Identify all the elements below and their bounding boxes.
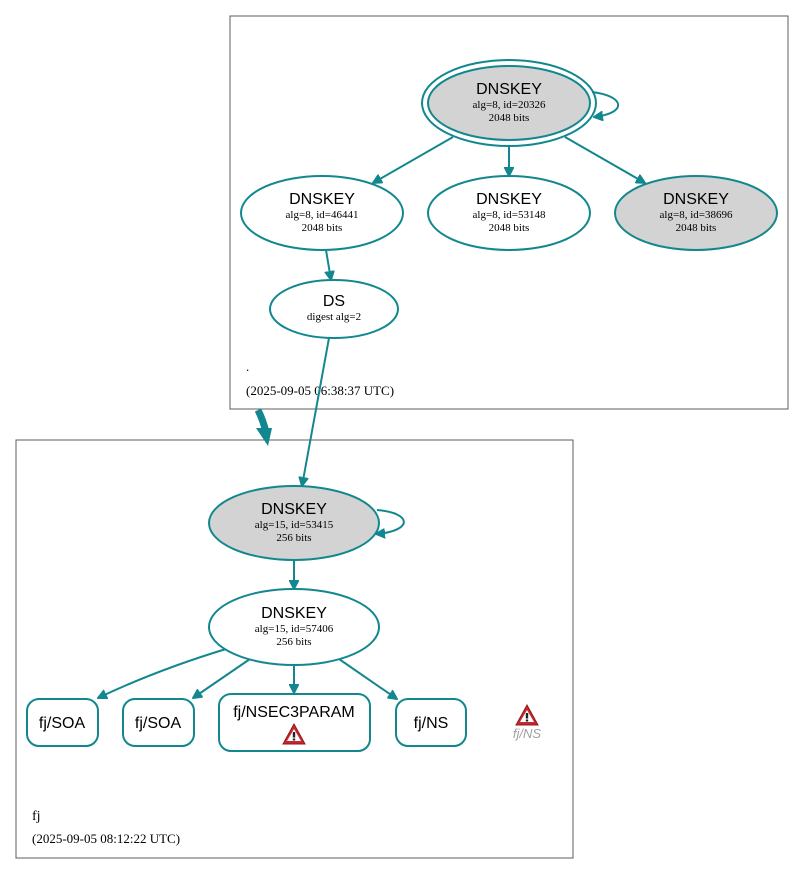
rrset-node-ns[interactable]: fj/NS	[395, 698, 467, 747]
dnskey-node-20326-bits: 2048 bits	[489, 112, 530, 124]
dnskey-node-57406-type: DNSKEY	[261, 605, 327, 622]
dnskey-node-57406-bits: 256 bits	[276, 636, 311, 648]
dnskey-node-46441-bits: 2048 bits	[302, 222, 343, 234]
zone-fj-timestamp: (2025-09-05 08:12:22 UTC)	[32, 831, 180, 846]
dnskey-node-57406[interactable]: DNSKEY alg=15, id=57406 256 bits	[208, 588, 380, 666]
dnskey-node-20326[interactable]: DNSKEY alg=8, id=20326 2048 bits	[421, 59, 597, 147]
dnskey-node-53415[interactable]: DNSKEY alg=15, id=53415 256 bits	[208, 485, 380, 561]
ds-node-type: DS	[323, 293, 345, 310]
edge-root-ksk-zsk1	[373, 136, 454, 183]
ns-warning-node[interactable]: fj/NS	[513, 704, 542, 741]
zone-fj-name: fj	[32, 809, 41, 824]
dnskey-node-53148-type: DNSKEY	[476, 191, 542, 208]
edge-fj-ksk-self	[376, 509, 405, 534]
edges	[98, 91, 645, 699]
dnskey-node-53415-type: DNSKEY	[261, 501, 327, 518]
delegation-arrow	[254, 408, 272, 446]
rrset-node-soa-2[interactable]: fj/SOA	[122, 698, 195, 747]
rrset-node-soa-1-label: fj/SOA	[39, 715, 86, 732]
edge-root-ksk-self	[591, 91, 620, 117]
edge-zsk1-ds	[326, 249, 331, 280]
dnskey-node-53415-bits: 256 bits	[276, 532, 311, 544]
dnskey-node-38696-type: DNSKEY	[663, 191, 729, 208]
edge-fj-zsk-soa2	[193, 658, 251, 698]
zone-root-name: .	[246, 359, 249, 374]
ds-node[interactable]: DS digest alg=2	[269, 279, 399, 339]
dnskey-node-53148-bits: 2048 bits	[489, 222, 530, 234]
rrset-node-nsec3param-label: fj/NSEC3PARAM	[233, 704, 355, 721]
edge-fj-zsk-ns	[338, 658, 397, 699]
edge-ds-fj-ksk	[302, 337, 330, 486]
ds-node-digest: digest alg=2	[307, 311, 361, 323]
dnskey-node-46441[interactable]: DNSKEY alg=8, id=46441 2048 bits	[240, 175, 404, 251]
rrset-node-soa-2-label: fj/SOA	[135, 715, 182, 732]
dnskey-node-20326-type: DNSKEY	[476, 81, 542, 98]
edge-root-ksk-zsk3	[564, 136, 645, 183]
dnskey-node-46441-type: DNSKEY	[289, 191, 355, 208]
dnskey-node-53148-id: alg=8, id=53148	[473, 209, 546, 221]
ns-warning-label: fj/NS	[513, 726, 542, 741]
dnskey-node-53415-id: alg=15, id=53415	[255, 519, 334, 531]
rrset-node-nsec3param[interactable]: fj/NSEC3PARAM	[218, 693, 371, 752]
rrset-node-soa-1[interactable]: fj/SOA	[26, 698, 99, 747]
rrset-node-ns-label: fj/NS	[414, 715, 449, 732]
dnskey-node-46441-id: alg=8, id=46441	[286, 209, 359, 221]
dnskey-node-38696-bits: 2048 bits	[676, 222, 717, 234]
edge-fj-zsk-soa1	[98, 648, 227, 698]
dnskey-node-20326-id: alg=8, id=20326	[473, 99, 546, 111]
dnskey-node-57406-id: alg=15, id=57406	[255, 623, 334, 635]
dnskey-node-38696-id: alg=8, id=38696	[660, 209, 733, 221]
dnskey-node-53148[interactable]: DNSKEY alg=8, id=53148 2048 bits	[427, 175, 591, 251]
dnskey-node-38696[interactable]: DNSKEY alg=8, id=38696 2048 bits	[614, 175, 778, 251]
